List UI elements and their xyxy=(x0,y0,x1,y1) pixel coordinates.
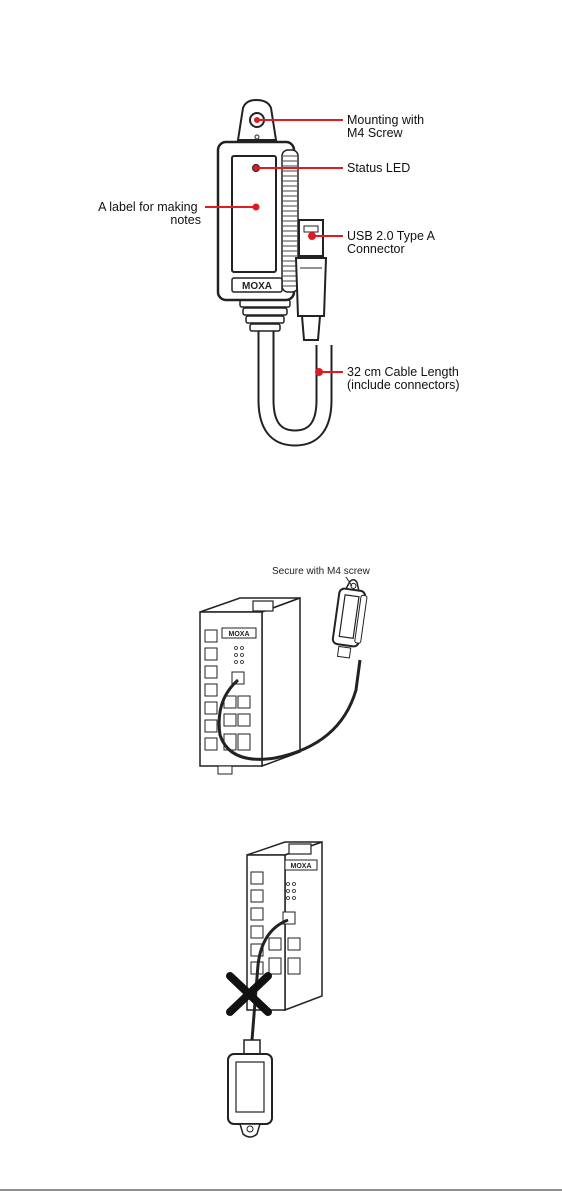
switch-logo-2: MOXA xyxy=(291,863,312,870)
mounted-on-switch-figure: MOXA Secure with M4 screw xyxy=(200,566,371,774)
brand-logo: MOXA xyxy=(242,281,272,292)
secure-note: Secure with M4 screw xyxy=(272,566,371,577)
callout-mounting: Mounting with M4 Screw xyxy=(347,113,428,140)
prohibited-usage-figure: MOXA xyxy=(228,842,322,1137)
callout-label: A label for making notes xyxy=(98,200,201,227)
label-area xyxy=(232,156,276,272)
hanging-device xyxy=(228,1040,272,1137)
mounted-device xyxy=(331,578,370,659)
callout-cable-length: 32 cm Cable Length (include connectors) xyxy=(347,365,462,392)
callout-status-led: Status LED xyxy=(347,161,410,175)
strain-relief xyxy=(240,300,290,331)
callout-usb: USB 2.0 Type A Connector xyxy=(347,229,438,256)
device-closeup-figure: MOXA Mounting with M4 Screw Status LED xyxy=(98,100,462,438)
switch-logo: MOXA xyxy=(229,631,250,638)
